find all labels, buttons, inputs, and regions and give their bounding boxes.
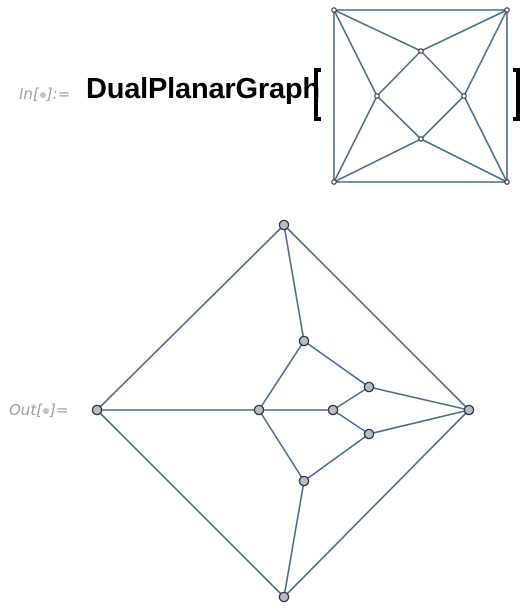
output-graph-edge (283, 224, 470, 411)
output-graph-edge (258, 340, 305, 411)
input-graph-vertex[interactable] (504, 7, 510, 13)
output-graph-vertex[interactable] (91, 404, 103, 416)
input-graph-vertex[interactable] (331, 7, 337, 13)
output-graph-vertices (91, 219, 475, 603)
output-graph-edge (332, 409, 370, 435)
output-graph-edge (96, 224, 285, 411)
output-graph-vertex[interactable] (253, 404, 265, 416)
output-graph-edge (283, 409, 470, 598)
right-bracket (513, 68, 520, 121)
input-graph-edge (420, 50, 465, 97)
input-graph-edge (420, 138, 508, 183)
input-label-prefix: In[ (19, 85, 39, 103)
input-label-suffix: ]:= (46, 85, 71, 103)
output-graph-vertex[interactable] (298, 335, 310, 347)
input-graph-vertices (331, 7, 510, 185)
cell-number-dot-icon (39, 92, 46, 98)
output-graph-vertex[interactable] (463, 404, 475, 416)
output-graph-vertex[interactable] (278, 219, 290, 231)
input-graph-edge (376, 50, 422, 97)
output-graph-vertex[interactable] (363, 381, 375, 393)
input-graph-edge (333, 95, 378, 183)
output-graph-vertex[interactable] (327, 404, 339, 416)
input-graph-vertex[interactable] (461, 93, 467, 99)
output-graph-edge (258, 409, 305, 482)
output-graph-edge (303, 433, 370, 482)
output-graph-edge (303, 340, 370, 388)
input-graph-vertex[interactable] (374, 93, 380, 99)
output-graph-edge (96, 409, 285, 598)
function-name[interactable]: DualPlanarGraph (86, 73, 320, 105)
output-graph-edge (368, 409, 470, 435)
output-cell-label: Out[ ]= (9, 401, 68, 419)
cell-number-dot-icon (43, 408, 50, 414)
input-graph-vertex[interactable] (418, 136, 424, 142)
input-graph-vertex[interactable] (418, 48, 424, 54)
output-graph-edge (283, 224, 305, 342)
output-graph-edges (96, 224, 470, 598)
output-graph-vertex[interactable] (298, 475, 310, 487)
input-graph-edges (333, 9, 508, 183)
output-graph-edge (283, 480, 305, 598)
input-graph-edge (463, 9, 508, 97)
output-graph-vertex[interactable] (278, 591, 290, 603)
input-graph-edge (420, 95, 465, 140)
output-label-prefix: Out[ (9, 401, 43, 419)
input-graph-vertex[interactable] (504, 179, 510, 185)
left-bracket (314, 68, 321, 121)
output-graph-edge (332, 386, 370, 411)
output-label-suffix: ]= (50, 401, 69, 419)
input-graph-edge (333, 138, 422, 183)
input-graph-edge (420, 9, 508, 52)
output-graph-edge (368, 386, 470, 411)
input-graph-vertex[interactable] (331, 179, 337, 185)
input-graph-edge (333, 9, 378, 97)
input-graph-edge (376, 95, 422, 140)
input-cell-label: In[ ]:= (19, 85, 70, 103)
input-graph[interactable] (324, 0, 514, 190)
input-graph-edge (463, 95, 508, 183)
input-graph-edge (333, 9, 422, 52)
output-graph-vertex[interactable] (363, 428, 375, 440)
